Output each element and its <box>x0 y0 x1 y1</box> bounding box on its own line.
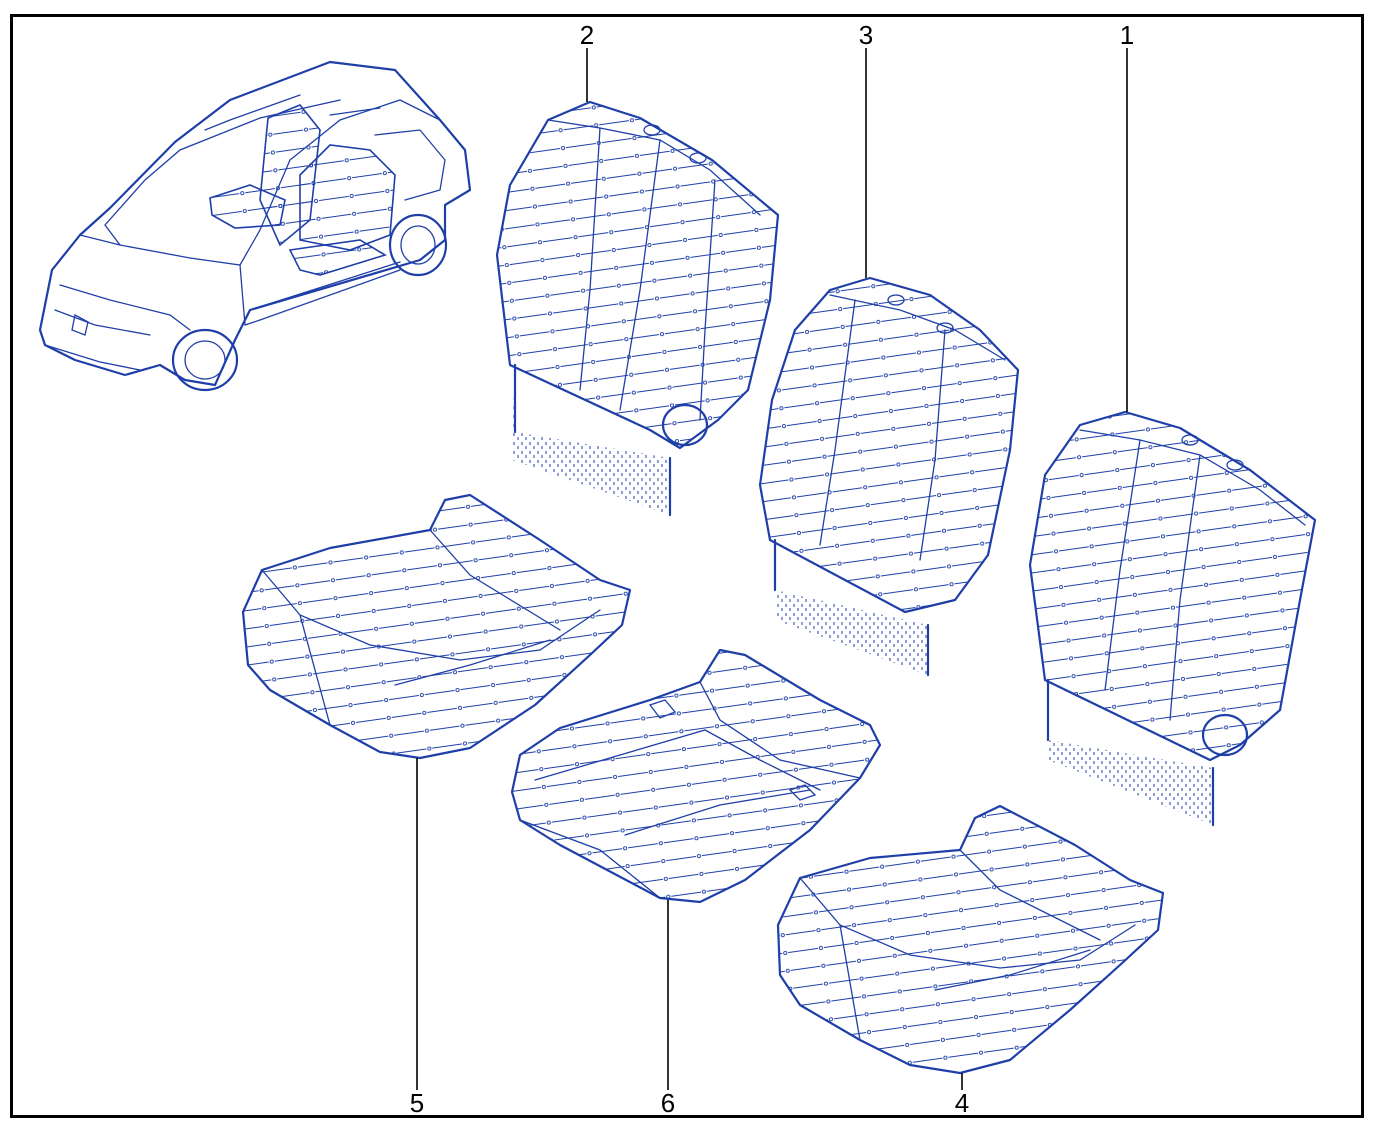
callout-6: 6 <box>661 1088 675 1118</box>
backrest-part-1[interactable] <box>1028 410 1317 827</box>
callout-1: 1 <box>1120 20 1134 50</box>
cushion-part-6[interactable] <box>510 648 882 904</box>
callout-3: 3 <box>859 20 873 50</box>
cushion-part-4[interactable] <box>776 804 1165 1075</box>
cushion-part-5[interactable] <box>241 493 632 760</box>
car-locator-icon <box>38 60 472 392</box>
backrest-part-3[interactable] <box>758 276 1020 677</box>
backrest-part-2[interactable] <box>495 100 780 517</box>
callout-4: 4 <box>955 1088 969 1118</box>
diagram-frame <box>10 14 1364 1118</box>
callout-5: 5 <box>410 1088 424 1118</box>
callout-2: 2 <box>580 20 594 50</box>
